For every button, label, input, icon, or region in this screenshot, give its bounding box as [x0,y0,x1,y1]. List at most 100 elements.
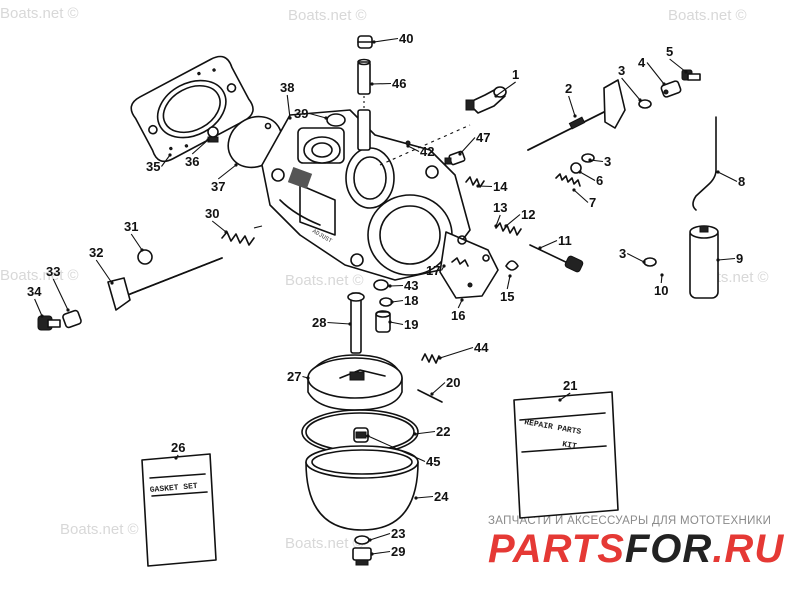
callout-leader-tip [638,98,642,102]
callout-27: 27 [287,369,301,384]
callout-leader [52,278,69,311]
callout-leader-tip [538,246,542,250]
cylinder-part [689,225,719,299]
callout-leader-tip [372,40,376,44]
callout-leader-tip [348,322,352,326]
callout-leader [211,220,227,233]
small-nut [570,162,582,174]
throttle-shaft [527,79,626,151]
callout-leader-tip [494,224,498,228]
gasket-set-card [141,453,217,567]
callout-22: 22 [436,424,450,439]
watermark-tagline: ЗАПЧАСТИ И АКСЕССУАРЫ ДЛЯ МОТОТЕХНИКИ [488,515,771,527]
callout-21: 21 [563,378,577,393]
callout-leader [327,321,351,325]
callout-leader [477,185,493,188]
callout-leader [286,94,291,119]
callout-23: 23 [391,526,405,541]
callout-leader [95,259,113,284]
callout-44: 44 [474,340,489,355]
callout-18: 18 [404,293,418,308]
clip [505,260,519,271]
callout-leader [371,82,392,85]
callout-leader-tip [368,538,372,542]
carburetor-body: ADJUST [261,109,471,281]
callout-leader-tip [174,456,178,460]
callout-leader [669,58,687,73]
callout-leader [373,37,399,43]
callout-leader-tip [168,153,172,157]
callout-12: 12 [521,207,535,222]
callout-leader [579,171,596,181]
callout-36: 36 [185,154,199,169]
watermark-layer: Boats.net © Boats.net © Boats.net © Boat… [0,5,784,571]
callout-leader-tip [578,170,582,174]
callout-leader-tip [460,298,464,302]
callout-leader-tip [406,144,410,148]
callout-leader-tip [442,264,446,268]
callout-6: 6 [596,173,603,188]
callout-9: 9 [736,251,743,266]
callout-31: 31 [124,219,138,234]
watermark-site: Boats.net © [288,7,367,24]
callout-leader-tip [140,248,144,252]
watermark-site: Boats.net © [285,272,364,289]
callout-leader [367,435,426,463]
plug [326,113,346,127]
bracket-plate [439,231,499,299]
callout-20: 20 [446,375,460,390]
small-ring [638,99,652,109]
cap [357,35,373,49]
callout-leader-tip [40,314,44,318]
bushing [62,309,82,329]
callout-leader [389,284,404,287]
callout-leader [407,145,420,152]
callout-2: 2 [565,81,572,96]
long-screw [529,244,584,273]
callout-leader-tip [458,152,462,156]
spring-17 [451,257,469,267]
callout-8: 8 [738,174,745,189]
callout-leader-tip [573,114,577,118]
spring-14 [465,176,485,188]
callout-15: 15 [500,289,514,304]
callout-3c: 3 [619,246,626,261]
callout-38: 38 [280,80,294,95]
callout-13: 13 [493,200,507,215]
callout-17: 17 [426,263,440,278]
jet [444,150,466,166]
parts-drawing: ADJUST [37,35,719,567]
callout-leader [309,112,327,119]
tube [357,58,371,151]
logo-part-c: .RU [712,527,784,571]
callout-45: 45 [426,454,440,469]
callout-leader-tip [224,230,228,234]
callout-leader [568,95,576,117]
callout-leader-tip [366,434,370,438]
callout-19: 19 [404,317,418,332]
callout-leader-tip [504,224,508,228]
callout-leader [559,392,571,401]
repair-kit-label-line2: KIT [561,440,577,451]
callout-leader [626,253,645,263]
callout-leader [389,321,404,326]
washer-18 [379,297,393,307]
callout-leader [495,214,501,227]
callout-3: 3 [618,63,625,78]
wire-link [692,116,717,211]
spring-44 [421,353,440,364]
callout-leader [431,382,446,395]
pin [417,389,443,403]
callout-leader [506,275,511,290]
callout-34: 34 [27,284,42,299]
callout-leader-tip [684,70,688,74]
callout-leader-tip [438,356,442,360]
callout-leader [130,233,143,251]
callout-32: 32 [89,245,103,260]
callout-leader [415,495,434,499]
callout-leader-tip [388,320,392,324]
callout-labels: 1 2 3 4 5 3 6 7 8 3 9 10 11 12 13 14 15 … [27,31,745,559]
elbow-fitting [465,86,507,114]
callout-leader-tip [660,273,664,277]
watermark-site: Boats.net © [0,267,79,284]
